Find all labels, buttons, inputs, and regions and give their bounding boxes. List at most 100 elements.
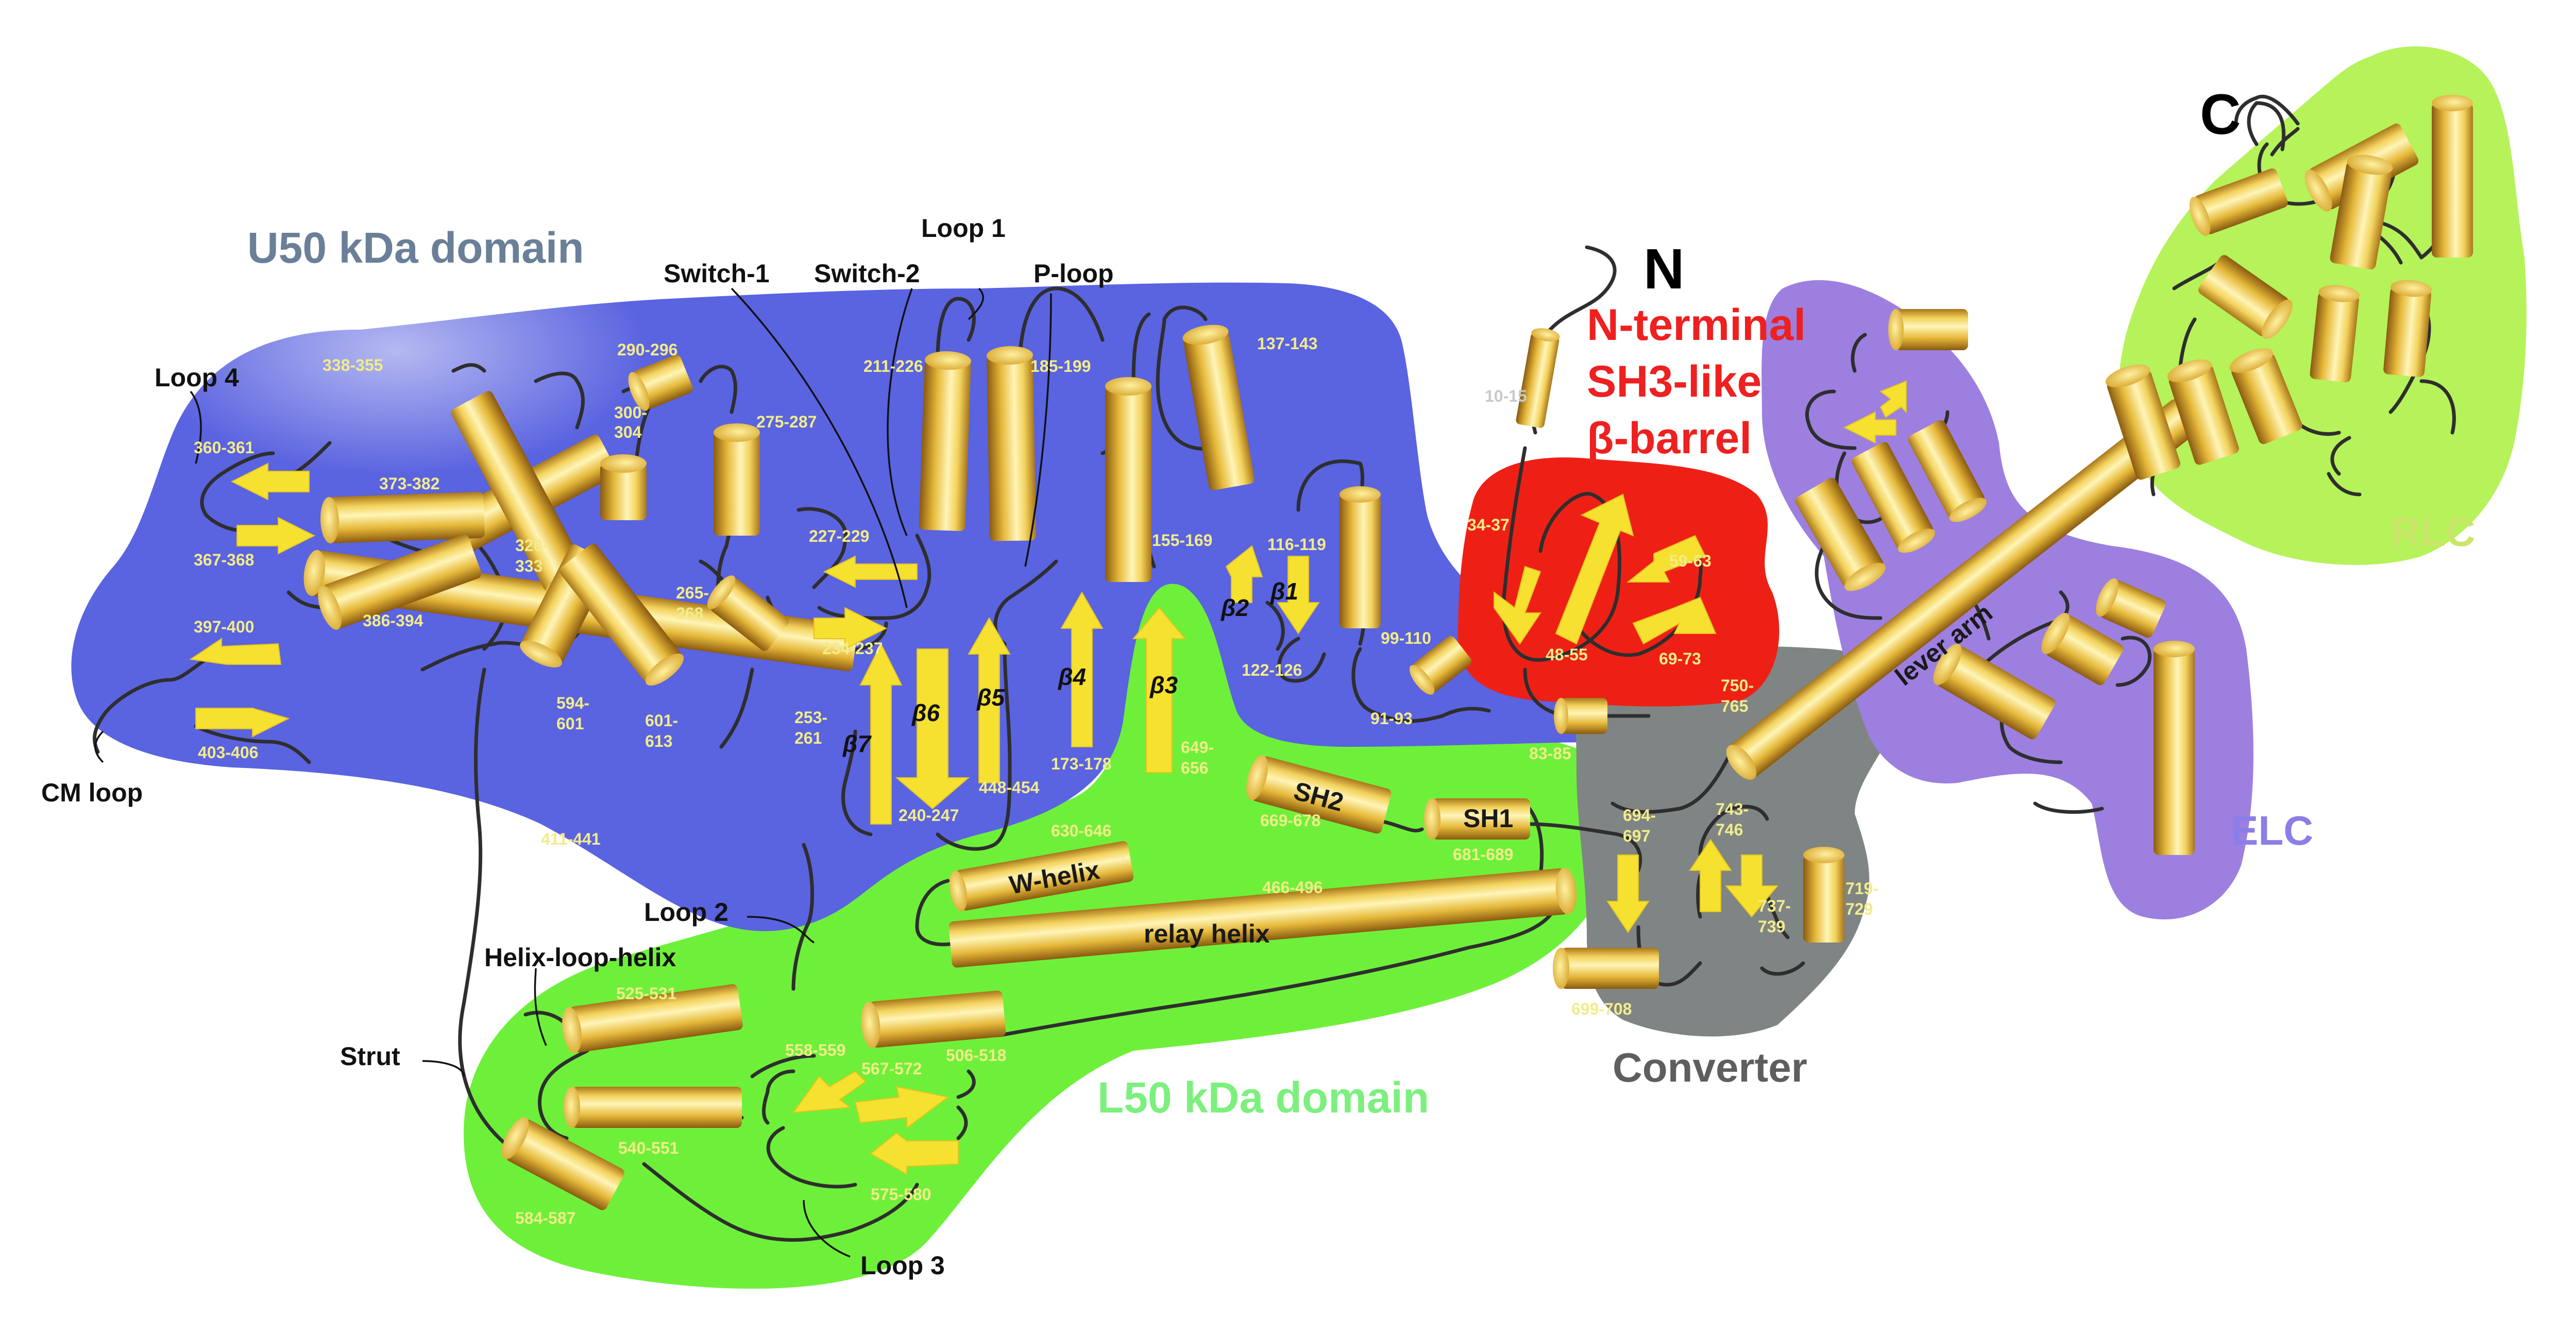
helix-601-613 — [560, 543, 684, 686]
helix-719-729 — [1803, 847, 1844, 943]
rlc-title: RLC — [2391, 509, 2475, 555]
helix-elc-4 — [1908, 420, 1987, 522]
strand-69-73 — [1632, 596, 1717, 645]
res-label: 540-551 — [618, 1139, 679, 1157]
helix-rlc-6 — [2310, 285, 2360, 383]
res-label: 594- — [556, 694, 589, 712]
callout-helix-loop-helix: Helix-loop-helix — [484, 943, 676, 972]
res-label: 558-559 — [785, 1041, 845, 1059]
helix-rlc-5 — [2198, 255, 2293, 339]
helix-rlc-1 — [2189, 168, 2288, 236]
beta-label: β4 — [1058, 663, 1086, 690]
strand-558-559 — [792, 1070, 867, 1114]
callout-strut: Strut — [340, 1042, 400, 1071]
res-label: 268 — [676, 604, 703, 623]
strand-beta3 — [1132, 607, 1187, 773]
res-label: 601 — [556, 714, 584, 733]
sh3-title-line1: N-terminal — [1587, 300, 1806, 350]
helix-w-helix — [949, 841, 1134, 912]
res-label: 338-355 — [323, 356, 383, 374]
callout-leaders — [94, 287, 1052, 1258]
res-label: 656 — [1181, 759, 1208, 777]
helix-rlc-9 — [2167, 359, 2239, 465]
helix-386-394 — [318, 534, 482, 630]
res-label: 211-226 — [863, 357, 923, 375]
helix-584-587 — [501, 1117, 624, 1210]
strand-367-368 — [236, 517, 316, 555]
relay-helix-label: relay helix — [1144, 919, 1270, 948]
helix-300-304 — [600, 454, 647, 520]
callout-loop4: Loop 4 — [155, 363, 239, 392]
helix-rlc-4 — [2330, 155, 2393, 270]
helix-466-496 — [948, 868, 1577, 968]
helix-99-110 — [1340, 486, 1381, 628]
strand-48-55 — [1555, 493, 1634, 645]
res-label: 397-400 — [194, 618, 254, 636]
res-label: 613 — [645, 732, 672, 750]
res-label: 320- — [515, 536, 548, 555]
res-label: 83-85 — [1529, 744, 1571, 763]
beta-label: β3 — [1149, 672, 1178, 698]
helix-137-143 — [1182, 324, 1255, 490]
res-label: 234-237 — [822, 639, 883, 658]
res-label: 669-678 — [1260, 811, 1320, 830]
strand-59-63 — [1626, 535, 1706, 583]
helix-155-169 — [1105, 377, 1151, 582]
strand-beta6 — [895, 648, 970, 810]
strand-360-361 — [230, 463, 310, 501]
res-label: 575-580 — [871, 1185, 931, 1204]
res-label: 584-587 — [515, 1209, 575, 1227]
res-label: 737- — [1758, 897, 1791, 915]
callout-loop1: Loop 1 — [921, 214, 1006, 243]
res-label: 466-496 — [1262, 878, 1323, 897]
res-label: 185-199 — [1030, 357, 1091, 375]
res-label: 697 — [1623, 827, 1650, 845]
callout-cm-loop: CM loop — [41, 778, 143, 807]
res-label: 411-441 — [541, 830, 601, 848]
res-label: 525-531 — [616, 984, 676, 1003]
strand-737-739 — [1724, 854, 1779, 918]
helix-83-85 — [1554, 698, 1607, 734]
callout-switch1: Switch-1 — [664, 259, 770, 288]
c-terminus-label: C — [2200, 83, 2241, 146]
res-label: 719- — [1845, 879, 1878, 898]
strand-397-400 — [189, 638, 282, 665]
res-label: 261 — [794, 729, 822, 747]
res-label: 386-394 — [363, 611, 423, 630]
beta-label: β2 — [1221, 594, 1249, 621]
res-label: 743- — [1716, 800, 1749, 818]
res-label: 729 — [1845, 900, 1873, 918]
strand-elc-2 — [1879, 380, 1907, 418]
strand-575-580 — [870, 1132, 959, 1175]
helix-rlc-8 — [2105, 364, 2181, 480]
res-label: 739 — [1758, 917, 1785, 936]
helix-elc-2 — [1795, 477, 1886, 591]
res-label: 173-178 — [1051, 755, 1111, 773]
res-label: 506-518 — [946, 1046, 1006, 1065]
sh3-title-line3: β-barrel — [1587, 414, 1752, 463]
helix-elc-1 — [1888, 309, 1968, 350]
res-label: 91-93 — [1370, 709, 1413, 728]
res-label: 649- — [1181, 738, 1214, 757]
res-label: 681-689 — [1453, 845, 1513, 864]
beta-label: β5 — [976, 684, 1006, 711]
callout-switch2: Switch-2 — [814, 259, 920, 288]
res-label: 373-382 — [379, 474, 439, 493]
l50-domain-title: L50 kDa domain — [1097, 1073, 1429, 1122]
res-label: 34-37 — [1467, 516, 1510, 534]
helix-elc-5 — [1933, 644, 2056, 740]
strand-34-37 — [1494, 566, 1541, 645]
sh1-label: SH1 — [1463, 804, 1513, 833]
beta-label: β1 — [1270, 578, 1298, 605]
res-label: 290-296 — [617, 340, 677, 359]
helix-elc-6 — [2041, 613, 2124, 686]
res-label: 10-15 — [1485, 387, 1527, 405]
helix-elc-7 — [2096, 578, 2166, 638]
res-label: 122-126 — [1242, 661, 1302, 679]
helix-211-226 — [919, 351, 971, 532]
strand-beta5 — [968, 617, 1011, 783]
helix-290-296 — [628, 354, 693, 411]
res-label: 59-63 — [1669, 552, 1711, 570]
res-label: 630-646 — [1051, 821, 1111, 840]
